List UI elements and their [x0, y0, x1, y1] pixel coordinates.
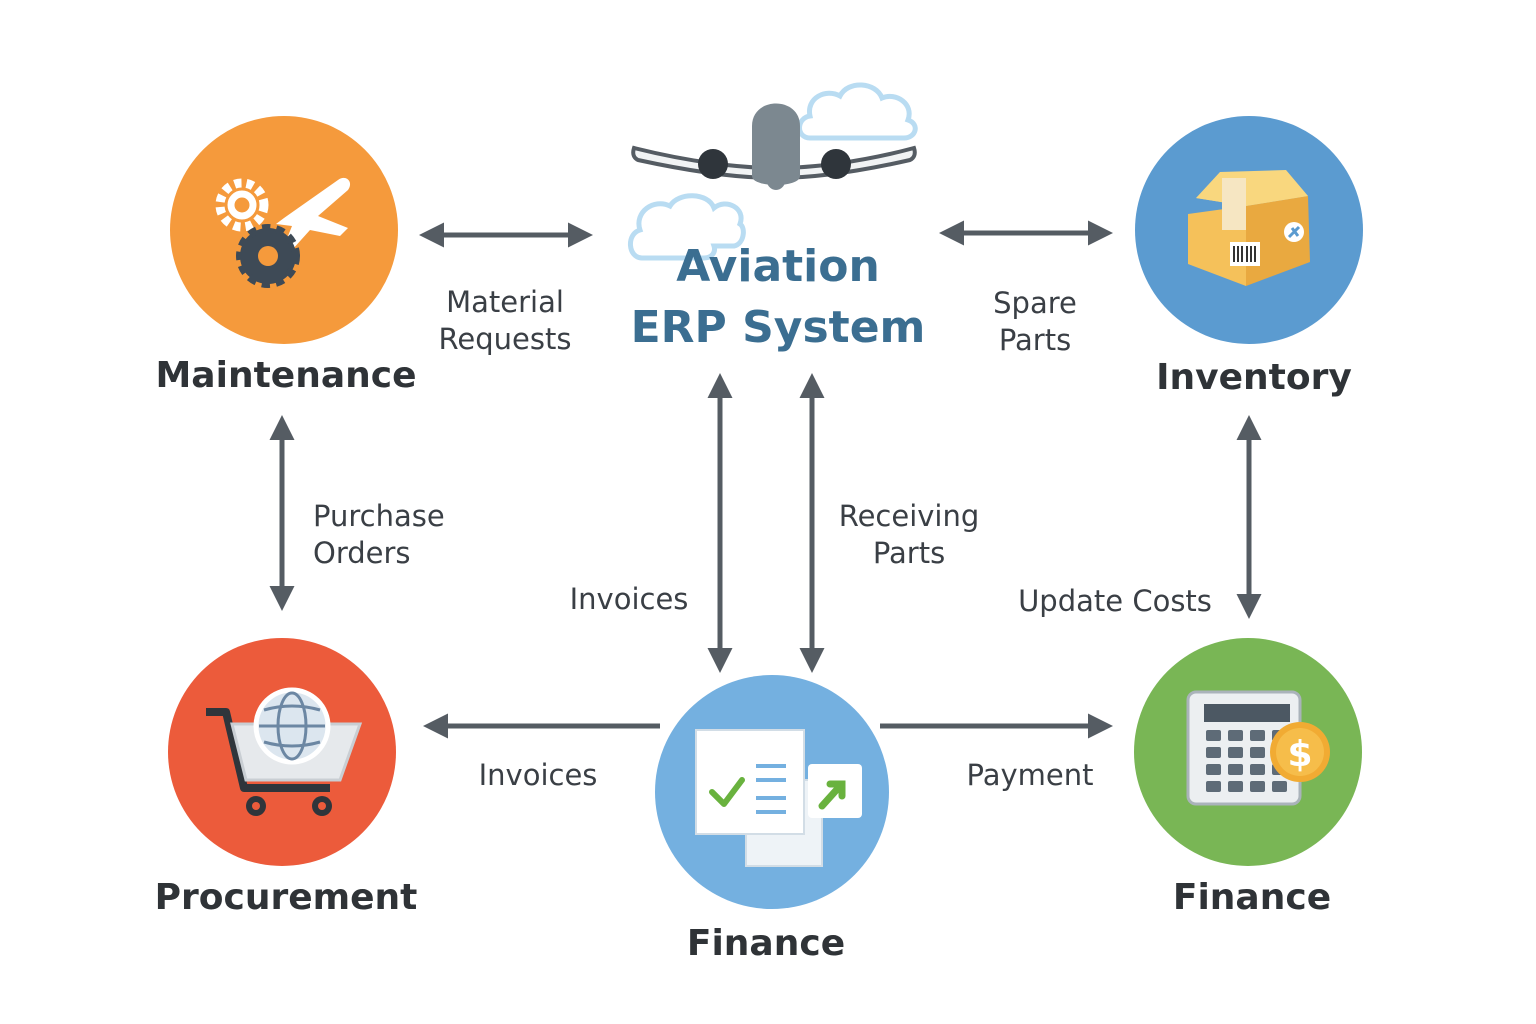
finance-right-node: $ [1134, 638, 1362, 866]
flow-label-material-requests-2: Requests [438, 322, 572, 356]
package-box-icon [1188, 170, 1310, 286]
flow-label-invoices-vertical: Invoices [569, 582, 689, 616]
calculator-key [1272, 781, 1287, 792]
flow-label-material-requests-1: Material [446, 285, 564, 319]
node-label-procurement: Procurement [154, 877, 418, 918]
node-label-inventory: Inventory [1156, 357, 1352, 398]
calculator-key [1250, 781, 1265, 792]
documents-check-icon [695, 729, 862, 867]
gears-airplane-icon [215, 177, 351, 288]
calculator-dollar-icon: $ [1186, 690, 1330, 806]
maintenance-node [170, 116, 398, 344]
calculator-key [1250, 747, 1265, 758]
node-label-maintenance: Maintenance [155, 355, 417, 396]
calculator-key [1250, 730, 1265, 741]
calculator-key [1206, 747, 1221, 758]
calculator-key [1250, 764, 1265, 775]
calculator-key [1228, 764, 1243, 775]
shopping-cart-globe-icon [206, 687, 363, 816]
flow-label-receiving-parts-2: Parts [872, 536, 946, 570]
svg-text:$: $ [1287, 734, 1312, 775]
finance-center-node [655, 675, 889, 909]
calculator-key [1206, 764, 1221, 775]
flow-label-purchase-orders-1: Purchase [313, 499, 445, 533]
title-erp-system: ERP System [630, 302, 926, 353]
flow-label-purchase-orders-2: Orders [313, 536, 411, 570]
calculator-key [1206, 781, 1221, 792]
flow-label-spare-parts-1: Spare [993, 286, 1077, 320]
flow-label-update-costs: Update Costs [1018, 584, 1212, 618]
calculator-key [1228, 781, 1243, 792]
node-label-finance-right: Finance [1172, 877, 1332, 918]
flow-label-spare-parts-2: Parts [998, 323, 1072, 357]
calculator-key [1206, 730, 1221, 741]
procurement-node [168, 638, 396, 866]
node-label-finance-center: Finance [686, 923, 846, 964]
inventory-node [1135, 116, 1363, 344]
cloud-icon [797, 82, 918, 141]
calculator-key [1228, 747, 1243, 758]
calculator-key [1228, 730, 1243, 741]
airplane-icon [631, 103, 917, 190]
cloud-icon [628, 193, 746, 261]
flow-label-payment: Payment [966, 758, 1094, 792]
flow-label-receiving-parts-1: Receiving [838, 499, 980, 533]
title-aviation: Aviation [676, 241, 880, 292]
flow-label-invoices-bottom: Invoices [478, 758, 598, 792]
